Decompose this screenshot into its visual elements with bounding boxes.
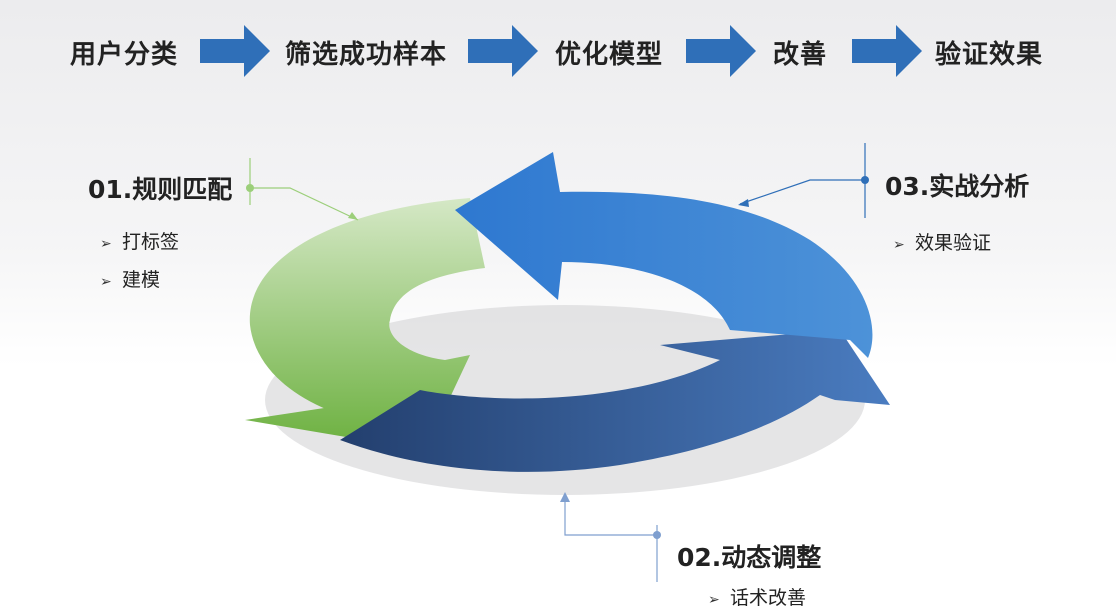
leader-line-02: [564, 495, 658, 582]
leader-line-03: [739, 143, 866, 218]
bullet-arrow-icon: ➢: [708, 592, 720, 608]
segment-03-item-1: ➢ 效果验证: [893, 228, 991, 255]
flow-arrow-3-icon: [686, 25, 756, 77]
bullet-arrow-icon: ➢: [893, 237, 905, 253]
cycle-segment-green: [245, 198, 485, 440]
leader-arrowhead-01: [348, 212, 358, 220]
item-label: 建模: [122, 269, 161, 291]
leader-arrowhead-02: [560, 492, 570, 502]
cycle-segment-blue: [455, 152, 873, 358]
bullet-arrow-icon: ➢: [100, 236, 112, 252]
leader-line-01: [249, 158, 359, 221]
flow-step-4: 改善: [773, 40, 828, 70]
segment-01-title: 01.规则匹配: [88, 175, 233, 204]
leader-dot-03: [861, 176, 869, 184]
segment-02-title: 02.动态调整: [677, 543, 822, 572]
cycle-segment-navy: [340, 330, 890, 472]
flow-step-3: 优化模型: [555, 40, 664, 70]
leader-dot-02: [653, 531, 661, 539]
segment-01-item-1: ➢ 打标签: [100, 227, 179, 254]
segment-02-item-1: ➢ 话术改善: [708, 583, 806, 610]
process-flow: 用户分类 筛选成功样本 优化模型 改善 验证效果: [0, 0, 1116, 110]
flow-arrow-4-icon: [852, 25, 922, 77]
flow-step-5: 验证效果: [935, 40, 1044, 70]
flow-step-1: 用户分类: [70, 40, 179, 70]
item-label: 打标签: [122, 231, 180, 253]
item-label: 话术改善: [730, 587, 807, 609]
bullet-arrow-icon: ➢: [100, 274, 112, 290]
flow-arrow-1-icon: [200, 25, 270, 77]
item-label: 效果验证: [915, 232, 992, 254]
segment-03-title: 03.实战分析: [885, 172, 1030, 201]
flow-step-2: 筛选成功样本: [285, 40, 448, 70]
flow-arrow-2-icon: [468, 25, 538, 77]
leader-arrowhead-03: [738, 199, 749, 207]
leader-dot-01: [246, 184, 254, 192]
segment-01-item-2: ➢ 建模: [100, 265, 160, 292]
